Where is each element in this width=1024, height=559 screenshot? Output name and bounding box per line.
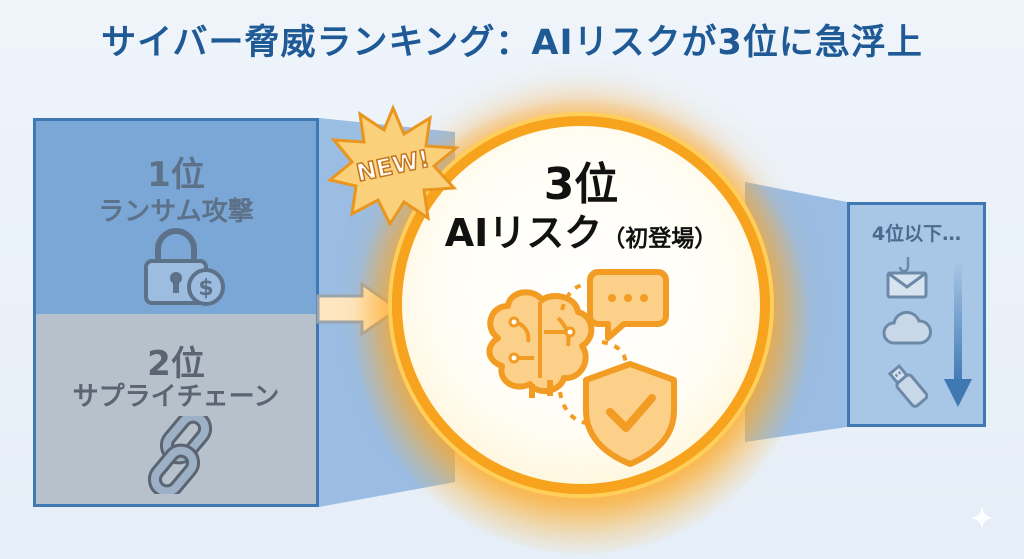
rank-2-number: 2位: [147, 344, 205, 384]
lower-ranks-title: 4位以下…: [871, 223, 962, 245]
ai-icons-group: [486, 269, 677, 467]
usb-drive-icon: [888, 363, 928, 408]
chat-bubble-icon: [587, 269, 669, 341]
highlight-name-line: AIリスク（初登場）: [392, 202, 770, 257]
arrow-down-icon: [944, 261, 972, 407]
rank-2-card: 2位 サプライチェーン: [36, 314, 316, 504]
highlight-note: （初登場）: [602, 226, 718, 252]
highlight-rank: 3位: [543, 159, 619, 210]
top-ranks-panel: 1位 ランサム攻撃 $ 2位 サプライチェーン: [33, 118, 319, 507]
phishing-mail-icon: [886, 257, 928, 299]
rank-2-name: サプライチェーン: [72, 382, 280, 412]
rank-1-number: 1位: [147, 155, 205, 195]
rank-1-name: ランサム攻撃: [98, 197, 254, 227]
cloud-icon: [882, 311, 932, 345]
svg-text:$: $: [198, 276, 213, 301]
padlock-dollar-icon: $: [144, 228, 225, 306]
page-title: サイバー脅威ランキング：AIリスクが3位に急浮上: [101, 23, 923, 63]
lower-ranks-panel: 4位以下…: [847, 202, 986, 427]
new-badge: NEW!: [326, 104, 460, 226]
rank-1-card: 1位 ランサム攻撃 $: [36, 121, 316, 314]
chain-link-icon: [148, 416, 213, 494]
brain-circuit-icon: [486, 289, 595, 398]
highlight-name: AIリスク: [444, 211, 603, 255]
highlight-circle: [392, 116, 770, 494]
shield-check-icon: [583, 361, 677, 467]
sparkle-icon: [970, 506, 994, 530]
